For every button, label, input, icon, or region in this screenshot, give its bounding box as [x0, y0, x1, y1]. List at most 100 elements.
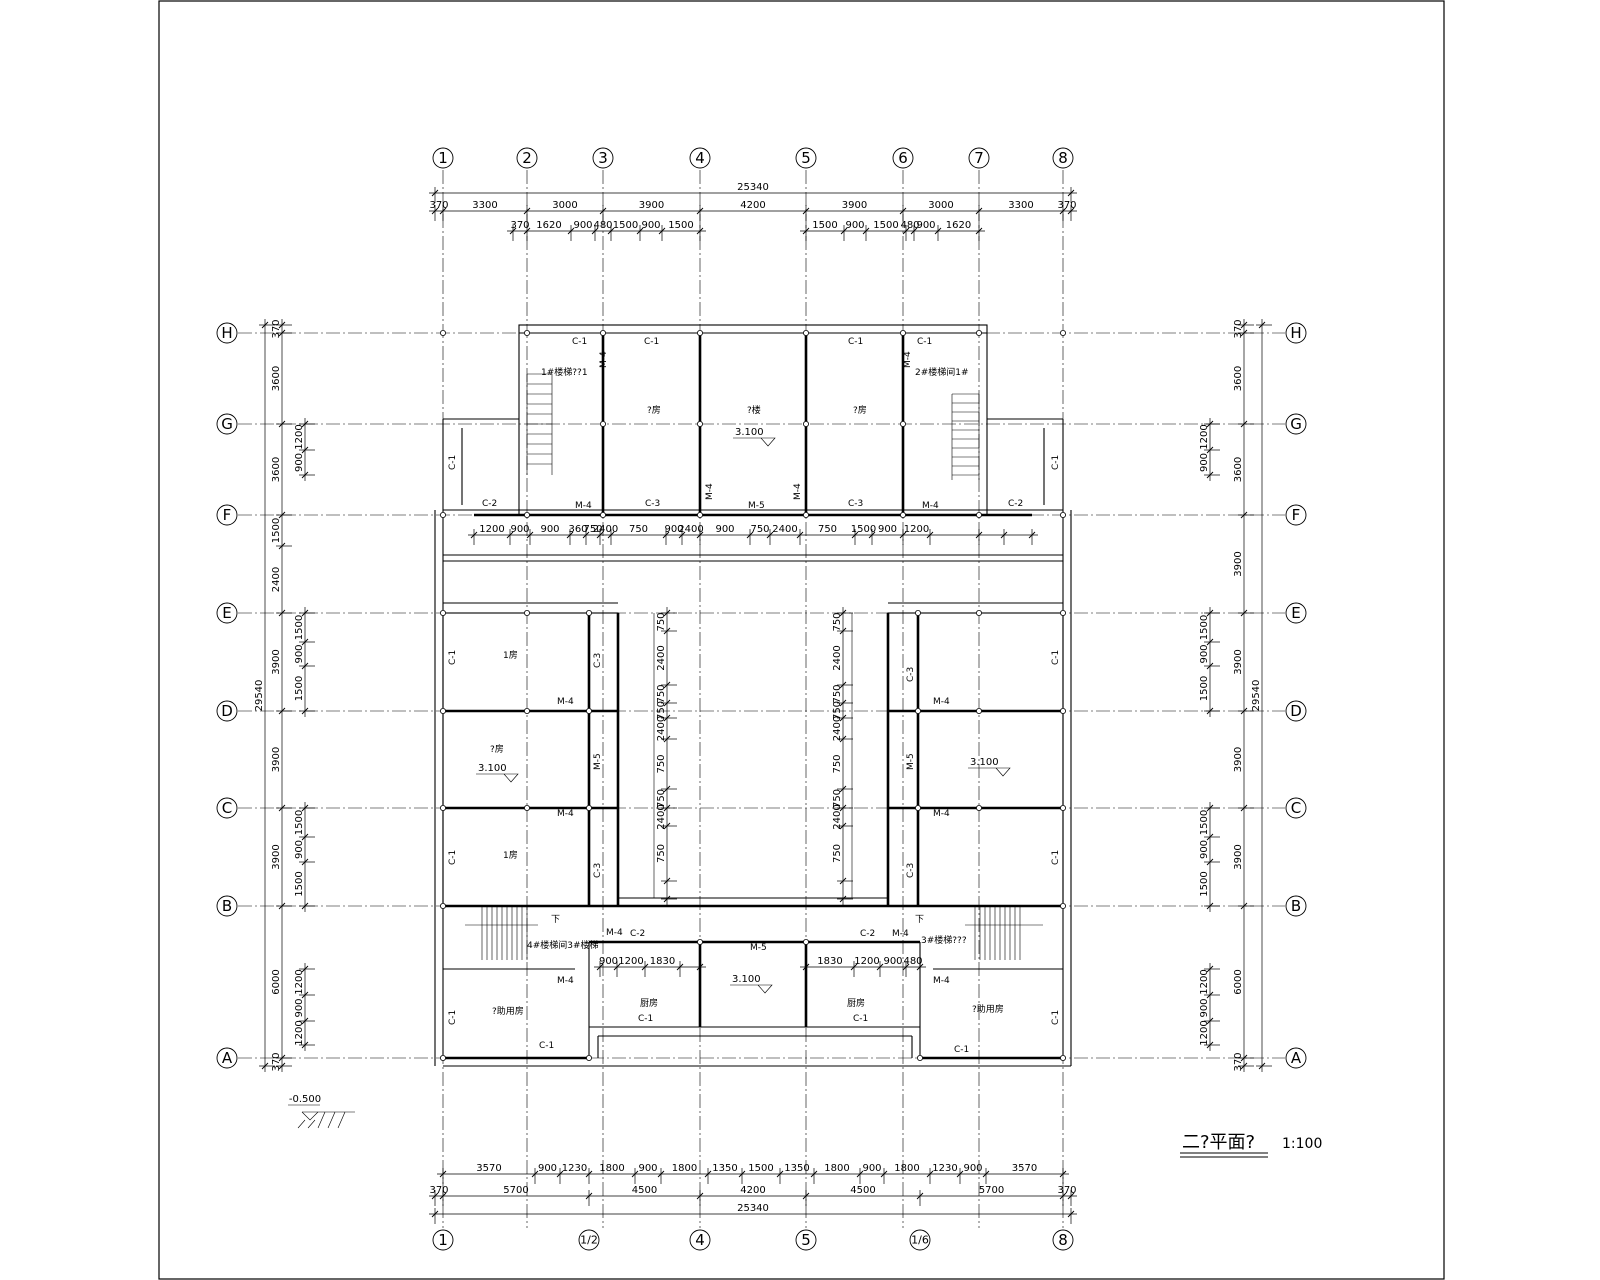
- column-marker: [697, 939, 704, 946]
- dim-left-bays-value: 6000: [271, 969, 282, 994]
- dim-bottom-overall-value: 5700: [979, 1185, 1004, 1196]
- dim-int-left-value: 750: [656, 789, 667, 808]
- column-marker: [439, 805, 446, 812]
- column-marker: [803, 420, 810, 427]
- door-label: M-4: [933, 697, 950, 707]
- dim-room-right-value: 900: [883, 956, 902, 967]
- column-marker: [586, 805, 593, 812]
- axis-label-right: F: [1292, 506, 1301, 524]
- dim-bottom-overall-value: 370: [1057, 1185, 1076, 1196]
- dim-int-left-value: 750: [656, 612, 667, 631]
- door-label: M-5: [593, 753, 603, 770]
- column-marker: [439, 708, 446, 715]
- dim-top-detail-left-value: 1500: [613, 220, 638, 231]
- axis-label-left: C: [222, 799, 232, 817]
- dim-int-left-value: 750: [656, 844, 667, 863]
- column-marker: [439, 512, 446, 519]
- column-marker: [803, 512, 810, 519]
- axis-label-right: D: [1290, 702, 1302, 720]
- axis-label-bottom: 1: [438, 1231, 448, 1249]
- door-label: M-4: [933, 809, 950, 819]
- dim-int-right-value: 750: [832, 789, 843, 808]
- column-marker: [600, 512, 607, 519]
- dim-win-right-g-value: 900: [1199, 453, 1210, 472]
- axis-label-bottom: 1/6: [911, 1234, 929, 1247]
- dim-room-left-value: 900: [599, 956, 618, 967]
- column-marker: [976, 329, 983, 336]
- dim-top-detail-right-value: 480: [900, 220, 919, 231]
- dim-win-left-e-value: 1500: [294, 615, 305, 640]
- dim-corridor-value: 1200: [904, 524, 929, 535]
- dim-top-detail-right-value: 1500: [812, 220, 837, 231]
- column-marker: [524, 512, 531, 519]
- dim-int-left-value: 750: [656, 684, 667, 703]
- dim-corridor-value: 900: [540, 524, 559, 535]
- dim-win-right-a-value: 1200: [1199, 969, 1210, 994]
- dim-int-left-value: 2400: [656, 804, 667, 829]
- room-label: 1房: [503, 649, 518, 661]
- axis-label-top: 8: [1058, 149, 1068, 167]
- ground-level-symbol: -0.500: [288, 1094, 355, 1129]
- dim-win-right-e-value: 1500: [1199, 676, 1210, 701]
- dim-corridor-value: 360: [568, 524, 587, 535]
- dim-win-left-a-value: 900: [294, 998, 305, 1017]
- dim-win-right-c-value: 900: [1199, 840, 1210, 859]
- dim-right-bays-value: 3600: [1233, 457, 1244, 482]
- elevation-marker: [733, 437, 776, 447]
- room-label: ?房: [647, 404, 661, 416]
- room-label: ?房: [490, 743, 504, 755]
- column-marker: [900, 329, 907, 336]
- dim-corridor-value: 900: [878, 524, 897, 535]
- room-label: 1房: [503, 849, 518, 861]
- dim-top-overall-value: 3000: [552, 200, 577, 211]
- door-label: M-4: [557, 976, 574, 986]
- window-label: C-1: [1051, 1010, 1061, 1025]
- dim-bottom-detail-value: 3570: [476, 1163, 501, 1174]
- axis-label-top: 2: [522, 149, 532, 167]
- column-marker: [524, 805, 531, 812]
- door-label: M-4: [922, 501, 939, 511]
- axis-label-left: A: [222, 1049, 233, 1067]
- dim-top-detail-left-value: 370: [510, 220, 529, 231]
- drawing-scale: 1:100: [1282, 1136, 1322, 1152]
- column-marker: [803, 939, 810, 946]
- axis-bubble-top: [432, 147, 454, 169]
- room-label: ?助用房: [492, 1005, 524, 1017]
- dim-right-bays-value: 3900: [1233, 747, 1244, 772]
- dim-corridor-value: 750: [818, 524, 837, 535]
- dim-win-left-a-value: 1200: [294, 1020, 305, 1045]
- elevation-marker: [730, 984, 773, 994]
- column-marker: [1060, 512, 1067, 519]
- window-label: C-1: [954, 1045, 969, 1055]
- column-marker: [586, 610, 593, 617]
- dim-top-overall-value: 370: [429, 200, 448, 211]
- dim-corridor-value: 2400: [678, 524, 703, 535]
- dim-corridor-value: 2400: [772, 524, 797, 535]
- column-marker: [439, 610, 446, 617]
- room-label: 厨房: [847, 997, 865, 1009]
- axis-bubble-left: [216, 1047, 238, 1069]
- dim-top-overall-value: 4200: [740, 200, 765, 211]
- window-label: C-2: [1008, 499, 1023, 509]
- dim-left-bays-value: 1500: [271, 518, 282, 543]
- dim-win-right-a-value: 1200: [1199, 1020, 1210, 1045]
- dim-top-detail-left-value: 900: [573, 220, 592, 231]
- room-label: ?助用房: [972, 1003, 1004, 1015]
- axis-label-right: E: [1291, 604, 1300, 622]
- dim-win-right-c-value: 1500: [1199, 810, 1210, 835]
- window-label: C-3: [645, 499, 660, 509]
- column-marker: [900, 512, 907, 519]
- dim-bottom-detail-value: 1230: [562, 1163, 587, 1174]
- column-marker: [976, 512, 983, 519]
- room-label: ?楼: [747, 404, 761, 416]
- axis-bubble-right: [1285, 700, 1307, 722]
- axis-label-top: 6: [898, 149, 908, 167]
- dim-win-left-a-value: 1200: [294, 969, 305, 994]
- dim-bottom-overall-value: 5700: [503, 1185, 528, 1196]
- axis-bubble-top: [689, 147, 711, 169]
- axis-bubble-bottom: [1052, 1229, 1074, 1251]
- dim-right-bays-value: 370: [1233, 319, 1244, 338]
- dim-int-left-value: 750: [656, 754, 667, 773]
- window-label: C-3: [906, 667, 916, 682]
